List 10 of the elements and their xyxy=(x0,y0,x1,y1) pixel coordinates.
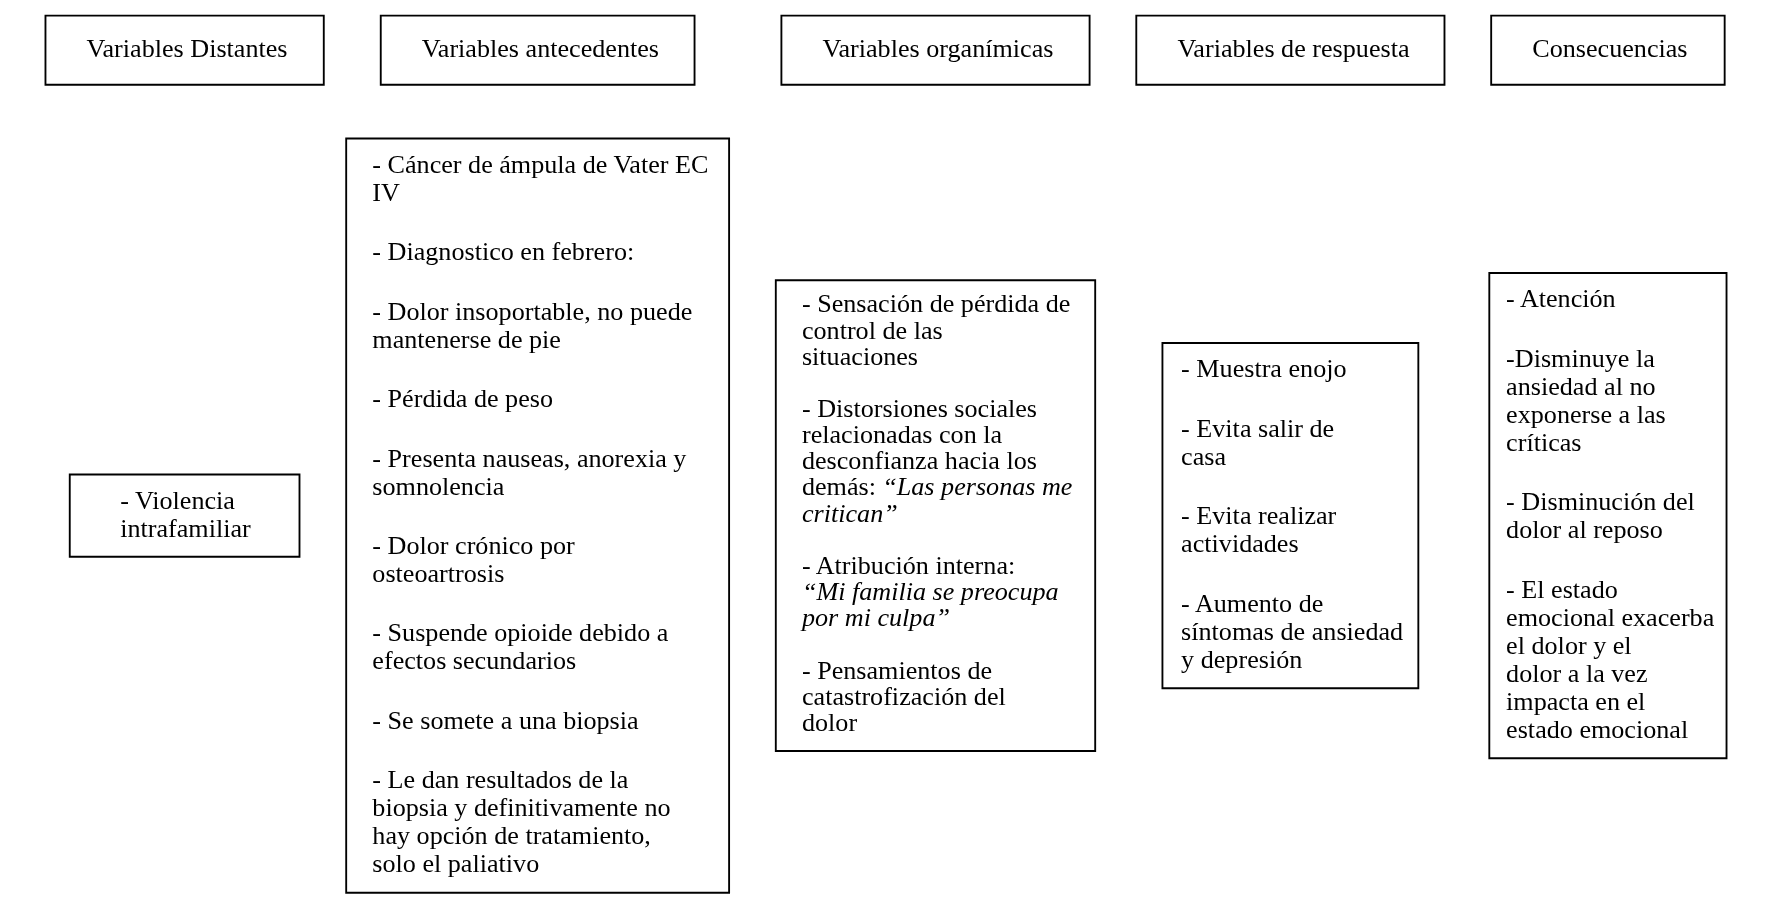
node-box: - Violencia intrafamiliar xyxy=(68,473,300,558)
node-box: Variables organímicas xyxy=(779,14,1091,86)
node-box: Variables Distantes xyxy=(44,14,325,86)
node-box: - Sensación de pérdida de control de las situaciones - Distorsiones sociales relacionadas con la desconfianza hacia los demás: “Las personas me critican” - Atribución interna: “Mi familia se preocupa por mi culpa” - Pensamientos de catastrofización del dolor xyxy=(774,279,1096,752)
node-box: - Atención -Disminuye la ansiedad al no exponerse a las críticas - Disminución del dolor al reposo - El estado emocional exacerba el dolor y el dolor a la vez impacta en el estado emocional xyxy=(1487,272,1727,760)
node-box: Variables de respuesta xyxy=(1134,14,1445,86)
node-box: - Muestra enojo - Evita salir de casa - Evita realizar actividades - Aumento de síntomas de ansiedad y depresión xyxy=(1161,342,1419,690)
node-box: Variables antecedentes xyxy=(379,14,695,86)
node-box: - Cáncer de ámpula de Vater EC IV - Diagnostico en febrero: - Dolor insoportable, no puede mantenerse de pie - Pérdida de peso - Presenta nauseas, anorexia y somnolencia - Dolor crónico por osteoartrosis - Suspende opioide debido a efectos secundarios - Se somete a una biopsia - Le dan resultados de la biopsia y definitivamente no hay opción de tratamiento, solo el paliativo xyxy=(344,137,730,894)
node-box: Consecuencias xyxy=(1489,14,1726,86)
